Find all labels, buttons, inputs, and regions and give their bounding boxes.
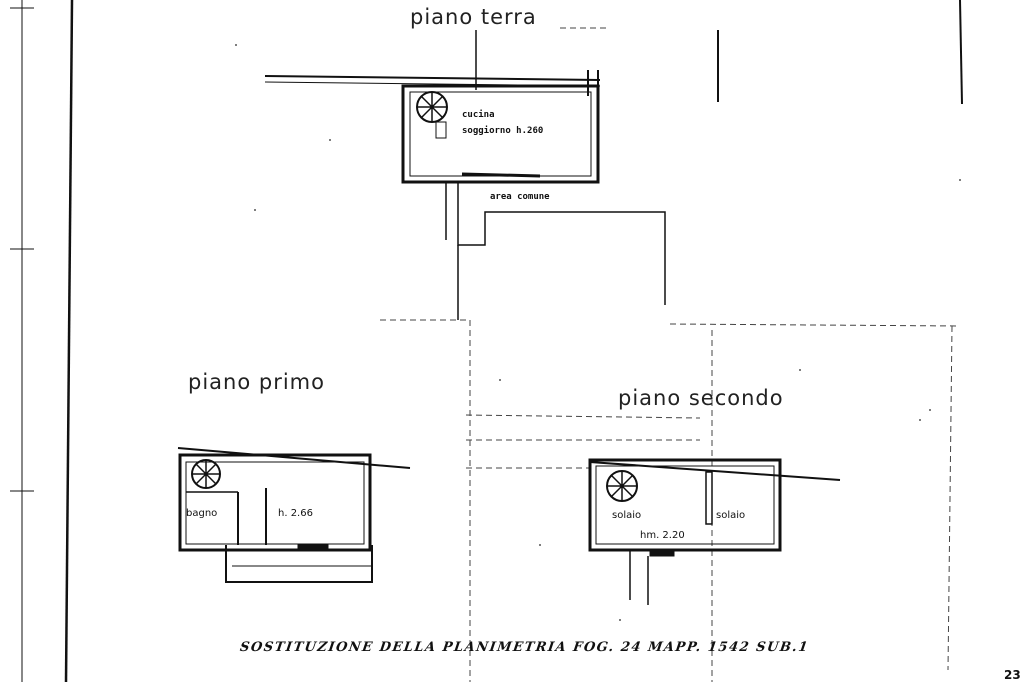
second-floor-title: piano secondo xyxy=(618,386,784,410)
room-label-living: soggiorno h.260 xyxy=(462,126,544,136)
room-label-kitchen: cucina xyxy=(462,110,495,120)
common-area-label: area comune xyxy=(490,192,550,202)
sheet-frame xyxy=(10,0,963,682)
second-floor-plan xyxy=(588,458,841,605)
room-label-attic-2: solaio xyxy=(716,510,746,521)
room-label-attic-1: solaio xyxy=(612,510,642,521)
ground-floor-title: piano terra xyxy=(410,5,537,29)
room-height-label: hm. 2.20 xyxy=(640,530,685,541)
plan-caption: SOSTITUZIONE DELLA PLANIMETRIA FOG. 24 M… xyxy=(238,640,810,655)
first-floor-title: piano primo xyxy=(188,370,325,394)
ground-floor-plan xyxy=(264,30,666,320)
page-number: 23 xyxy=(1004,668,1021,682)
room-label-bathroom: bagno xyxy=(186,508,218,519)
room-height-label: h. 2.66 xyxy=(278,508,313,519)
first-floor-plan xyxy=(177,447,411,583)
scan-marks xyxy=(235,44,961,621)
